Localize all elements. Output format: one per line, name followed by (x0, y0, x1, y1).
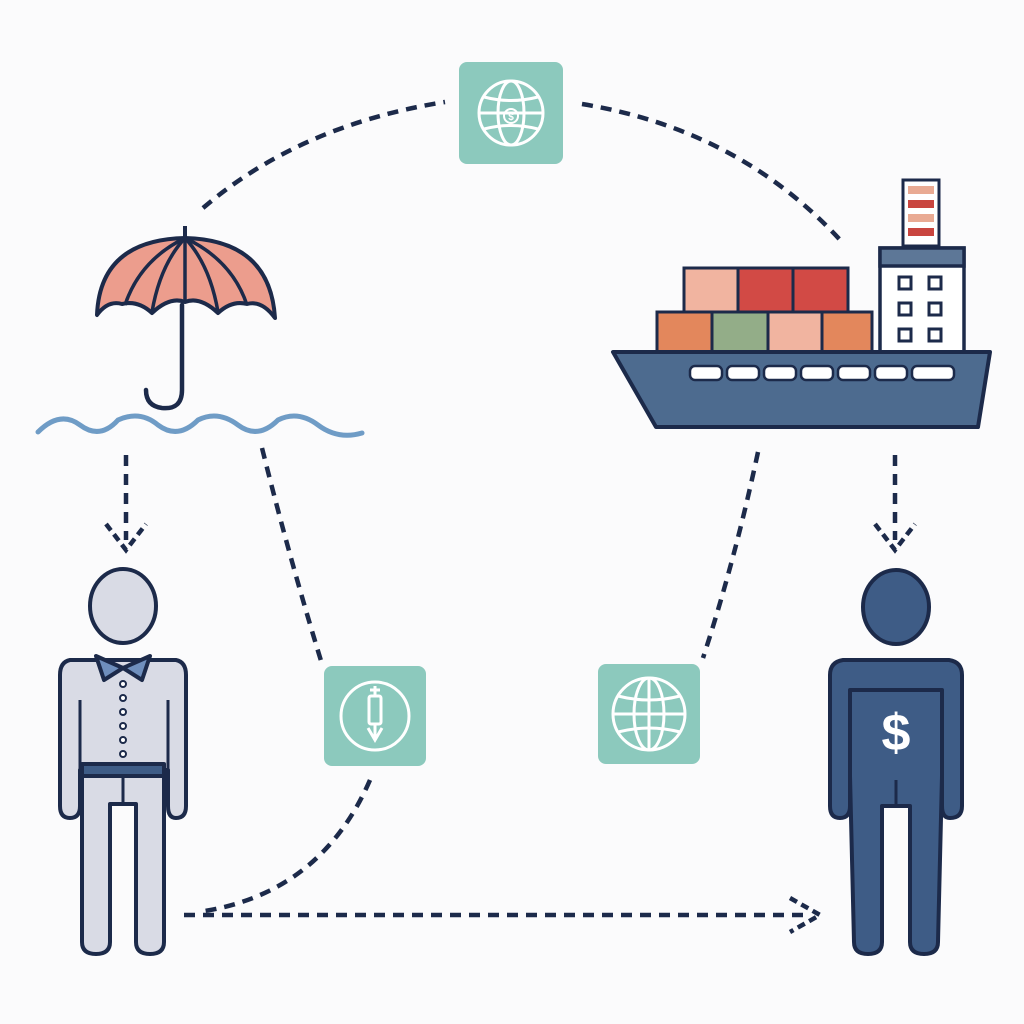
svg-text:$: $ (508, 112, 514, 123)
connector-left-node-to-bottom (197, 779, 373, 915)
arrowhead-down-left (104, 522, 148, 554)
connector-ship-to-right-node (700, 451, 761, 659)
globe-icon (598, 664, 700, 764)
connector-umbrella-to-left-node (259, 447, 325, 665)
connector-umbrella-to-top (201, 99, 446, 210)
arrowhead-down-right (873, 522, 917, 554)
bottle-bond-icon (324, 666, 426, 766)
worker-person-icon (58, 567, 188, 956)
arrowhead-right (788, 896, 825, 934)
dollar-symbol: $ (882, 704, 911, 762)
arrowheads (104, 522, 917, 934)
connector-top-to-ship (581, 101, 844, 244)
connectors (123, 99, 898, 918)
globe-with-dollar-icon: $ (459, 62, 563, 164)
dollar-person-icon: $ (828, 568, 964, 956)
cargo-ship-icon (611, 178, 992, 429)
umbrella-over-waves-icon (35, 226, 365, 438)
